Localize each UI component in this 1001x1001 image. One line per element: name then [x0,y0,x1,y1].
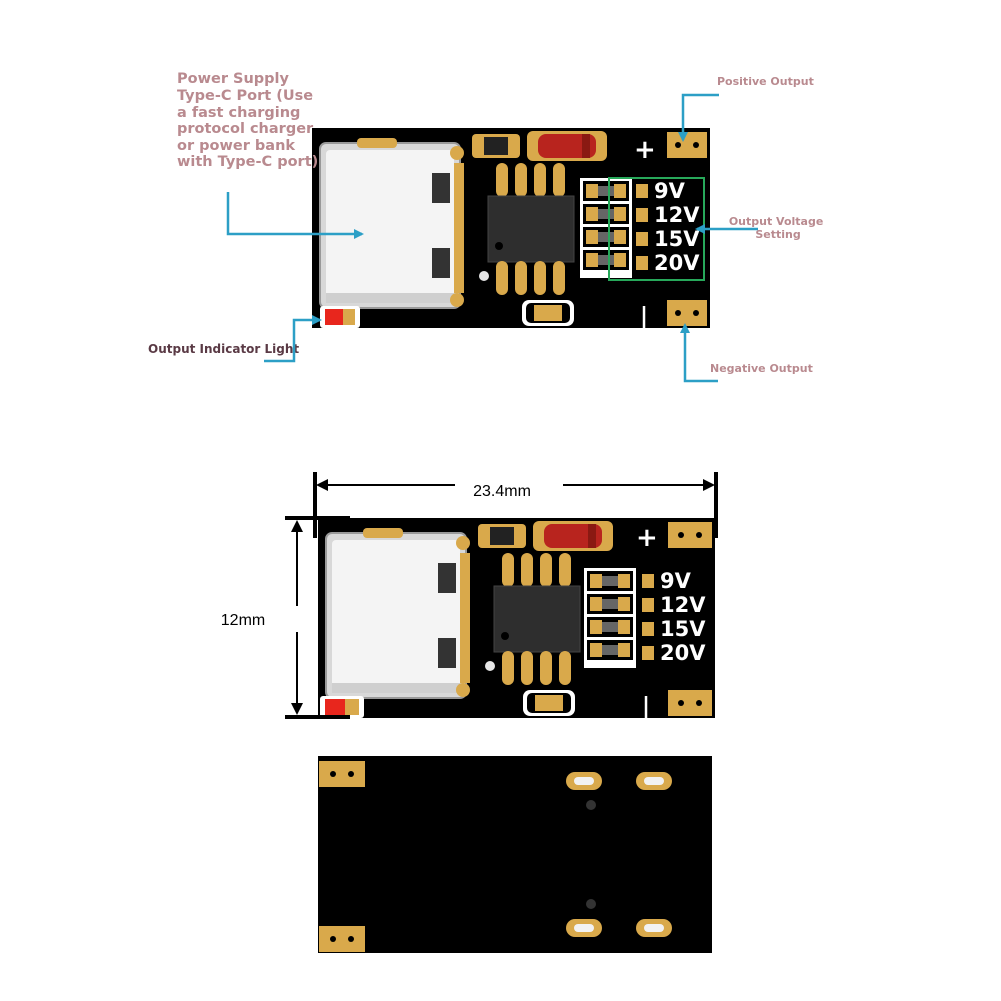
callout-output-indicator: Output Indicator Light [148,315,322,363]
connector-pins [456,536,470,697]
voltage-label-20v: 20V [654,251,700,275]
back-pad-top-left [319,761,365,787]
back-slot-pads [566,772,672,937]
voltage-label-15v: 15V [660,617,706,641]
output-voltage-line-2: Setting [755,228,800,241]
callout-power-supply: Power Supply Type-C Port (Use a fast cha… [177,71,364,239]
back-via [586,800,596,810]
connector-pins [450,146,464,307]
power-supply-line-1: Power Supply [177,71,290,87]
positive-output-pad [667,132,707,158]
ic-pins-top [496,163,565,197]
callout-negative-output: Negative Output [680,323,813,383]
height-dimension-label: 12mm [221,612,265,629]
led-icon [320,696,364,718]
ic-chip-icon [487,195,575,263]
voltage-label-12v: 12V [660,593,706,617]
board-top-view: 9V 12V 15V 20V + | [312,128,710,329]
positive-output-pad [668,522,712,548]
voltage-jumper-array [580,178,632,278]
smd-resistor [472,134,520,158]
smd-resistor [478,524,526,548]
power-supply-line-5: or power bank [177,138,295,154]
negative-output-label: Negative Output [710,362,813,375]
voltage-label-9v: 9V [654,179,686,203]
back-pad-bottom-left [319,926,365,952]
negative-output-pad [668,690,712,716]
arrow-negative-output [680,323,718,383]
height-dimension: 12mm [221,516,350,719]
minus-silkscreen: | [640,304,648,329]
voltage-label-9v: 9V [660,569,692,593]
svg-text:Output Voltage Setting: Output Voltage Setting [729,215,827,241]
output-voltage-line-1: Output Voltage [729,215,824,228]
led-icon [320,306,360,328]
power-supply-line-6: with Type-C port) [177,154,318,170]
minus-silkscreen: | [642,694,650,719]
svg-text:Power Supply Type-C Port: Power Supply Type-C Port (Use a fast cha… [177,71,318,170]
voltage-select-pads [636,184,648,270]
arrow-positive-output [678,93,719,142]
via [479,271,489,281]
smd-capacitor [522,300,574,326]
positive-output-label: Positive Output [717,75,814,88]
voltage-label-20v: 20V [660,641,706,665]
power-supply-line-2: Type-C Port (Use [177,88,313,104]
diode-icon [527,131,607,161]
voltage-label-15v: 15V [654,227,700,251]
arrow-output-indicator [264,315,322,363]
negative-output-pad [667,300,707,326]
arrow-power-supply [226,192,364,239]
width-dimension-label: 23.4mm [473,483,531,500]
power-supply-line-3: a fast charging [177,105,300,121]
plus-silkscreen: + [636,523,658,553]
plus-silkscreen: + [634,135,656,165]
back-via [586,899,596,909]
ic-chip-icon [493,585,581,653]
power-supply-line-4: protocol charger [177,121,314,137]
diode-icon [533,521,613,551]
ic-pins-top [502,553,571,587]
board-dimension-view: 9V 12V 15V 20V + | [318,518,715,719]
board-back-view [318,756,712,953]
usb-c-connector-icon [325,528,467,699]
voltage-select-pads [642,574,654,660]
ic-pins-bottom [502,651,571,685]
usb-c-connector-icon [319,138,461,309]
output-indicator-label: Output Indicator Light [148,342,299,356]
voltage-jumper-array [584,568,636,668]
width-dimension: 23.4mm [313,472,718,538]
callout-output-voltage: Output Voltage Setting [695,215,827,241]
voltage-label-12v: 12V [654,203,700,227]
callout-positive-output: Positive Output [678,75,814,142]
via [485,661,495,671]
smd-capacitor [523,690,575,716]
ic-pins-bottom [496,261,565,295]
